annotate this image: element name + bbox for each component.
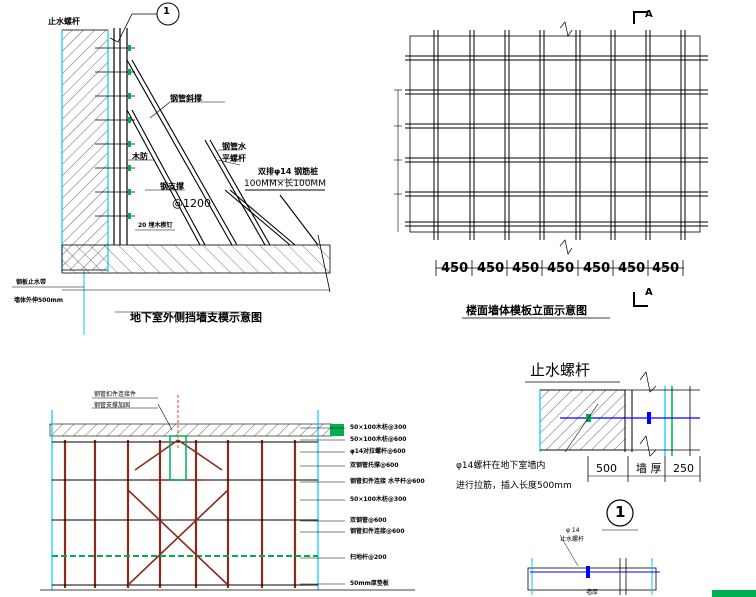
top-right-diagram bbox=[394, 11, 708, 319]
note-line-1: φ14螺杆在地下室墙内 bbox=[456, 461, 546, 471]
label-right-9: 扫地杆@200 bbox=[350, 554, 387, 561]
label-waterstop-steel: 钢板止水带 bbox=[16, 279, 47, 286]
title-waterstop-bolt: 止水螺杆 bbox=[530, 361, 591, 379]
dim-450-2: 450 bbox=[477, 261, 505, 276]
ground-slab bbox=[61, 244, 331, 274]
label-right-6: 50×100木枋@300 bbox=[350, 496, 407, 503]
top-left-diagram bbox=[12, 2, 331, 335]
label-right-10: 50mm厚垫板 bbox=[350, 580, 389, 587]
dim-wall: 墙 厚 bbox=[636, 462, 662, 475]
title-top-left: 地下室外侧挡墙支模示意图 bbox=[130, 311, 262, 324]
note-line-2: 进行拉筋，插入长度500mm bbox=[456, 481, 572, 491]
dim-450-3: 450 bbox=[512, 261, 540, 276]
label-right-7: 双钢管@600 bbox=[350, 517, 387, 524]
label-embed-length: 墙体外伸500mm bbox=[14, 297, 64, 304]
label-right-2: 50×100木枋@600 bbox=[350, 436, 407, 443]
dim-450-5: 450 bbox=[583, 261, 611, 276]
bottom-left-diagram bbox=[40, 395, 415, 591]
detail-number: 1 bbox=[615, 503, 626, 521]
title-top-right: 楼面墙体模板立面示意图 bbox=[466, 304, 587, 317]
bottom-right-diagram bbox=[525, 371, 756, 597]
section-mark-top: A bbox=[645, 9, 653, 20]
label-rebar-spacing: 100MM×长100MM bbox=[244, 179, 326, 189]
small-label-1: φ 14 bbox=[566, 527, 580, 534]
label-right-8: 钢管扣件连接@600 bbox=[350, 528, 405, 535]
note-top-1: 钢管扣件连接件 bbox=[94, 391, 137, 398]
label-spacing: @1200 bbox=[172, 197, 211, 210]
dim-450-1: 450 bbox=[441, 261, 469, 276]
label-embed-note: 20 埋木楔钉 bbox=[138, 222, 173, 229]
label-steel-brace: 钢管斜撑 bbox=[170, 94, 202, 103]
note-top-2: 钢管支撑加固 bbox=[94, 402, 131, 409]
section-mark-bottom: A bbox=[645, 287, 653, 298]
dim-450-4: 450 bbox=[547, 261, 575, 276]
dim-450-7: 450 bbox=[652, 261, 680, 276]
label-waterstop-bolt-top: 止水螺杆 bbox=[48, 17, 80, 26]
dim-250: 250 bbox=[673, 462, 694, 475]
label-right-4: 双钢管托撑@600 bbox=[350, 462, 399, 469]
label-plain-bolt: 平螺杆 bbox=[222, 154, 246, 163]
label-right-5: 钢管扣件连接 水平杆@600 bbox=[350, 478, 425, 485]
label-steel-tie: 钢支撑 bbox=[160, 182, 184, 191]
label-right-1: 50×100木枋@300 bbox=[350, 424, 407, 431]
label-rebar-note: 双排φ14 钢筋桩 bbox=[258, 167, 319, 176]
label-waterproof: 木防 bbox=[132, 152, 148, 161]
dim-500: 500 bbox=[596, 462, 617, 475]
label-right-3: φ14对拉螺杆@600 bbox=[350, 448, 406, 455]
callout-number: 1 bbox=[163, 6, 170, 17]
retaining-wall bbox=[61, 29, 109, 271]
small-label-2: 止水螺杆 bbox=[560, 536, 585, 543]
small-label-3: 墙厚 bbox=[586, 589, 599, 596]
label-steel-vertical: 钢管水 bbox=[222, 142, 246, 151]
dim-450-6: 450 bbox=[618, 261, 646, 276]
